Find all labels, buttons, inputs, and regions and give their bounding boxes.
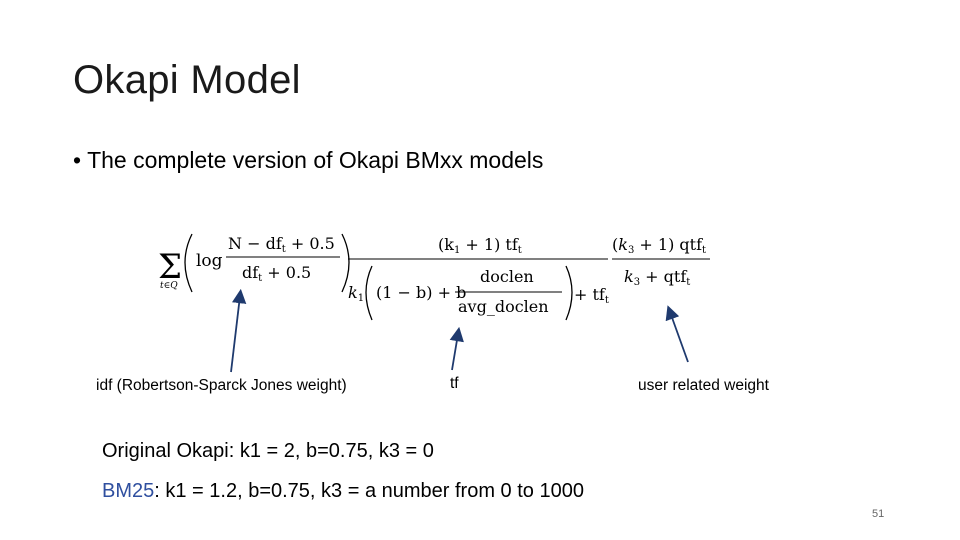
bm25-label: BM25 <box>102 480 155 502</box>
tf-arrow <box>449 326 464 371</box>
tf-den-right-paren <box>565 265 573 321</box>
sum-symbol: Σ <box>158 247 182 287</box>
idf-arrow <box>230 288 247 373</box>
idf-denominator: dft + 0.5 <box>242 263 311 284</box>
tf-numerator: (k1 + 1) tft <box>438 235 522 256</box>
bullet-point: •The complete version of Okapi BMxx mode… <box>73 147 543 174</box>
doclen-text: doclen <box>480 267 534 286</box>
sum-subscript: t∈Q <box>160 281 178 291</box>
log-right-paren <box>341 233 350 293</box>
idf-annotation: idf (Robertson-Sparck Jones weight) <box>96 377 347 394</box>
tf-den-b-term: (1 − b) + b <box>376 283 466 302</box>
log-text: log <box>196 251 223 271</box>
okapi-formula: Σ t∈Q log N − dft + 0.5 dft + 0.5 (k1 + … <box>158 233 710 321</box>
bullet-text: The complete version of Okapi BMxx model… <box>87 147 544 173</box>
tf-annotation: tf <box>450 375 459 392</box>
user-arrow <box>665 305 689 363</box>
avg-doclen-text: avg_doclen <box>458 297 549 316</box>
tf-den-left-paren <box>365 265 373 321</box>
tf-den-k1: k1 <box>348 283 364 304</box>
idf-numerator: N − dft + 0.5 <box>228 234 335 255</box>
bullet-icon: • <box>73 147 82 173</box>
slide-title: Okapi Model <box>73 58 301 102</box>
q-numerator: (k3 + 1) qtft <box>612 235 706 256</box>
q-denominator: k3 + qtft <box>624 267 690 288</box>
slide-number: 51 <box>872 508 885 520</box>
bm25-values: : k1 = 1.2, b=0.75, k3 = a number from 0… <box>154 480 584 502</box>
plus-tf-text: + tft <box>574 285 609 306</box>
user-weight-annotation: user related weight <box>638 377 769 394</box>
log-left-paren <box>184 233 193 293</box>
original-okapi-params: Original Okapi: k1 = 2, b=0.75, k3 = 0 <box>102 440 434 462</box>
bm25-params: BM25: k1 = 1.2, b=0.75, k3 = a number fr… <box>102 480 584 503</box>
